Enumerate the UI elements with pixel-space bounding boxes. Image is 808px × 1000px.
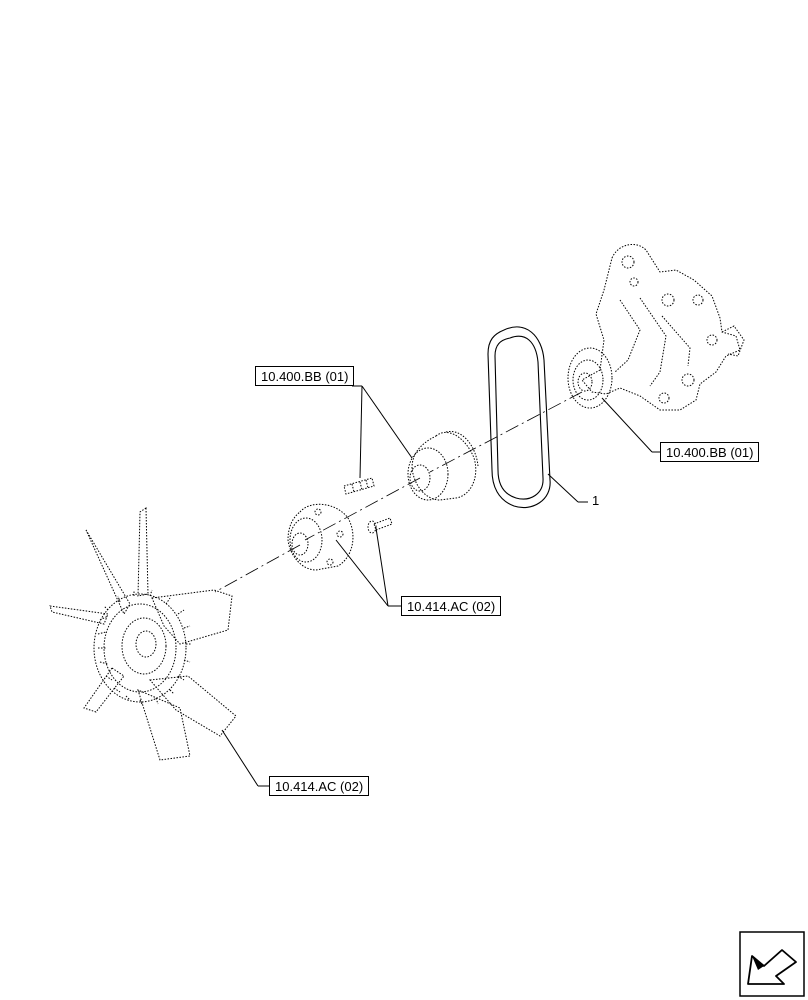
arrow-back-icon[interactable] (739, 931, 805, 997)
ref-label-spacer[interactable]: 10.414.AC (02) (401, 596, 502, 616)
item-number-belt: 1 (592, 493, 600, 508)
spacer-hub (287, 503, 354, 571)
cooling-fan (49, 507, 237, 761)
pulley (407, 430, 479, 501)
ref-label-fan[interactable]: 10.414.AC (02) (269, 776, 370, 796)
studs (343, 477, 393, 534)
leader-lines (221, 385, 660, 787)
ref-label-water-pump[interactable]: 10.400.BB (01) (660, 442, 760, 462)
water-pump (567, 243, 745, 411)
v-belt (487, 326, 551, 508)
ref-label-pulley-hub[interactable]: 10.400.BB (01) (255, 366, 355, 386)
axis-centerline (214, 391, 583, 593)
